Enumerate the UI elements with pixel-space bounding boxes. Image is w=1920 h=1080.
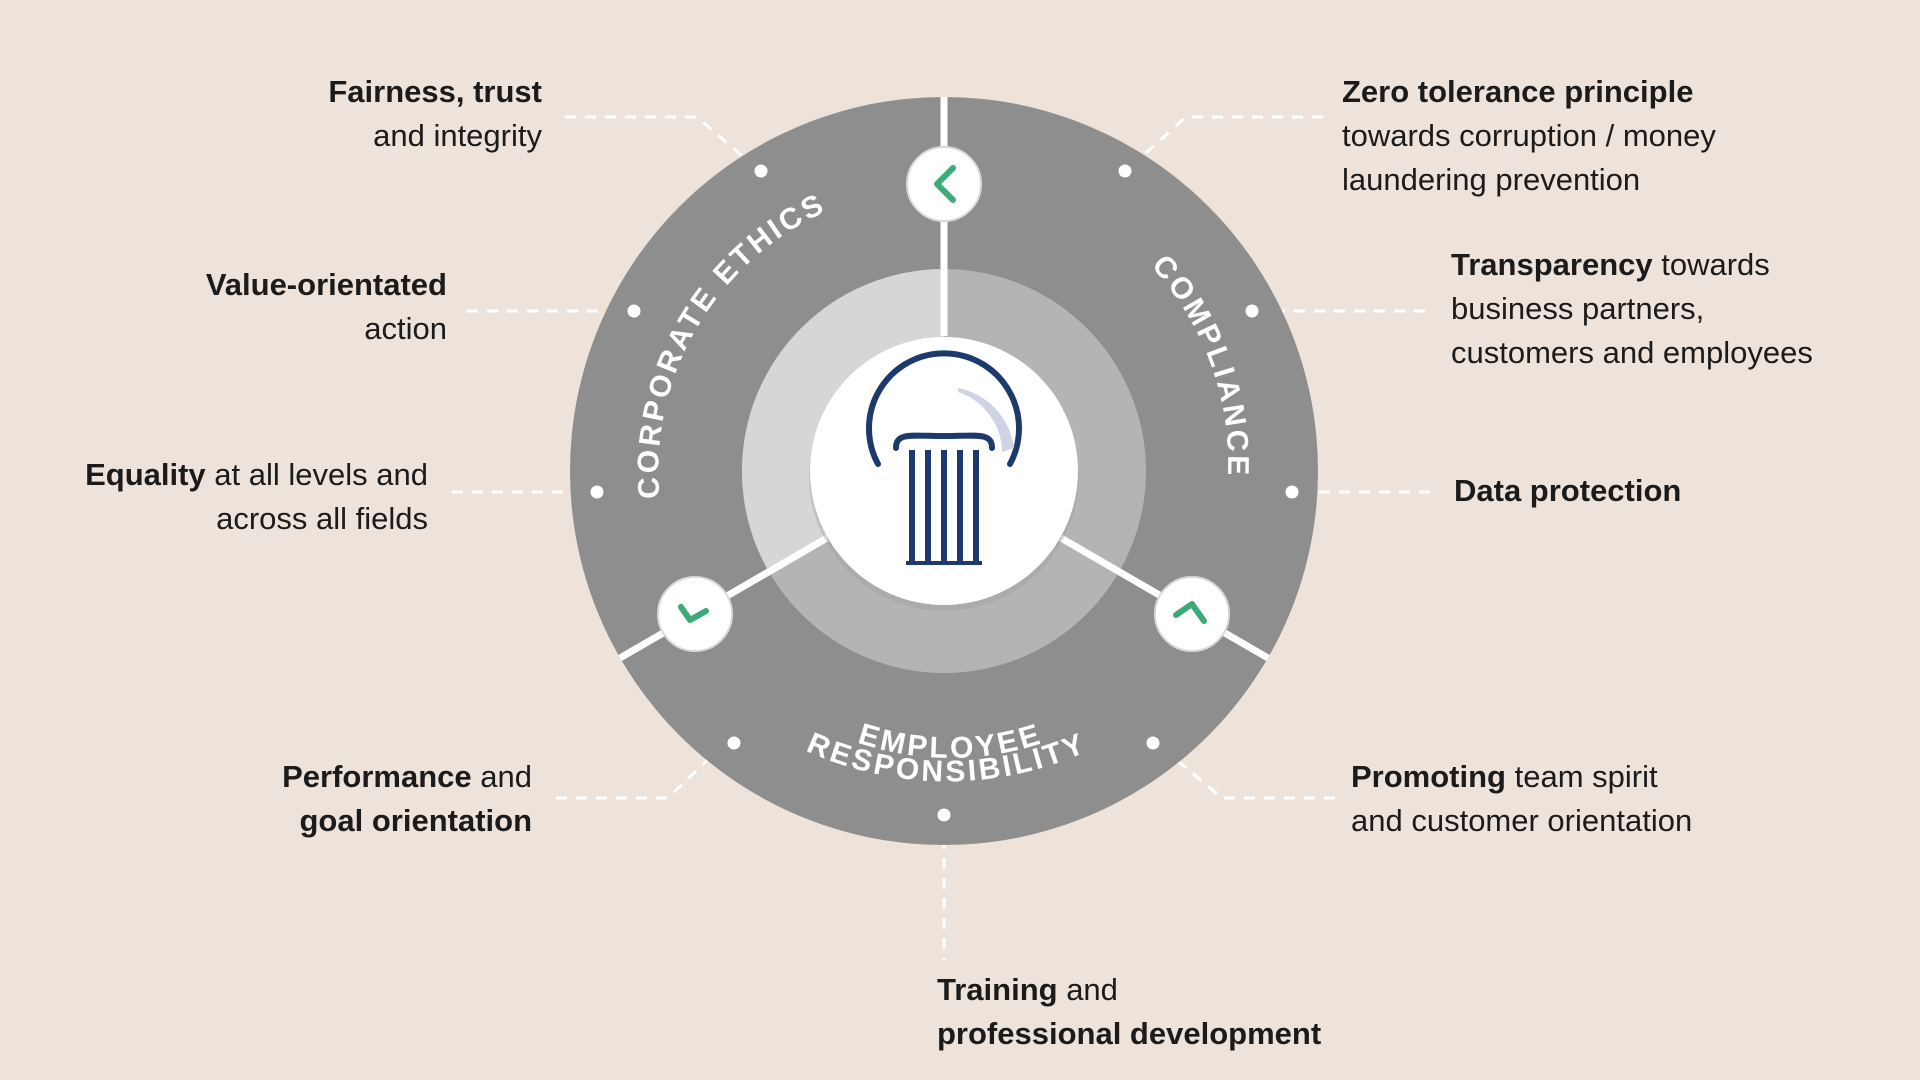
label-transparency-rest: towards — [1652, 247, 1770, 282]
label-transparency-line3: customers and employees — [1451, 335, 1813, 370]
label-training-bold2: professional development — [937, 1016, 1322, 1051]
label-training-bold1: Training — [937, 972, 1058, 1007]
dot-promoting — [1146, 736, 1160, 750]
bullet-dots — [590, 164, 1299, 822]
label-zero-bold: Zero tolerance principle — [1342, 74, 1694, 109]
label-zero-line3: laundering prevention — [1342, 162, 1641, 197]
connector-zero — [1136, 115, 1323, 162]
label-transparency-line2: business partners, — [1451, 291, 1705, 326]
label-transparency-bold: Transparency — [1451, 247, 1653, 282]
label-equality-bold: Equality — [85, 457, 206, 492]
dot-fairness — [754, 164, 768, 178]
label-value-bold: Value-orientated — [205, 267, 447, 302]
dot-value — [627, 304, 641, 318]
label-training: Training and professional development — [937, 968, 1321, 1056]
dot-transparency — [1245, 304, 1259, 318]
label-promoting-bold: Promoting — [1351, 759, 1506, 794]
label-zero-tolerance: Zero tolerance principle towards corrupt… — [1342, 70, 1716, 202]
label-data-protection: Data protection — [1454, 469, 1681, 513]
label-fairness-bold: Fairness, trust — [328, 74, 542, 109]
dot-equality — [590, 485, 604, 499]
label-performance-bold2: goal orientation — [299, 803, 533, 838]
label-zero-line2: towards corruption / money — [1342, 118, 1716, 153]
label-performance: Performance and goal orientation — [282, 755, 532, 843]
connector-lines — [452, 115, 1430, 960]
label-promoting-rest: team spirit — [1506, 759, 1658, 794]
chevron-up-left-icon — [1154, 576, 1230, 652]
chevron-left-icon — [906, 146, 982, 222]
label-value: Value-orientated action — [206, 263, 447, 351]
label-data-bold: Data protection — [1454, 473, 1682, 508]
column-icon — [866, 350, 1022, 565]
label-equality: Equality at all levels and across all fi… — [85, 453, 428, 541]
connector-promoting — [1171, 754, 1335, 800]
label-training-rest: and — [1057, 972, 1118, 1007]
dot-zero — [1118, 164, 1132, 178]
dot-training — [937, 808, 951, 822]
connector-performance — [556, 748, 720, 800]
label-transparency: Transparency towards business partners, … — [1451, 243, 1813, 375]
dot-data — [1285, 485, 1299, 499]
label-equality-rest1: at all levels and — [205, 457, 428, 492]
label-performance-rest: and — [471, 759, 532, 794]
label-value-rest: action — [364, 311, 447, 346]
label-equality-rest2: across all fields — [216, 501, 428, 536]
label-promoting-line2: and customer orientation — [1351, 803, 1693, 838]
label-fairness: Fairness, trust and integrity — [328, 70, 542, 158]
label-promoting: Promoting team spirit and customer orien… — [1351, 755, 1692, 843]
dot-performance — [727, 736, 741, 750]
chevron-down-left-icon — [657, 576, 733, 652]
label-fairness-rest: and integrity — [373, 118, 542, 153]
connector-fairness — [565, 115, 748, 162]
label-performance-bold1: Performance — [282, 759, 472, 794]
